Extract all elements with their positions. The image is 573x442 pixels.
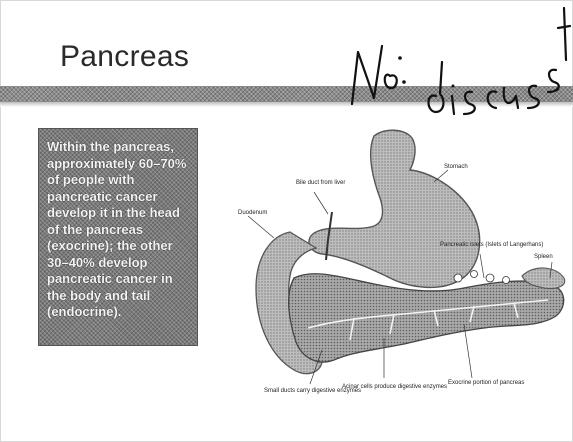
pancreas-diagram: Bile duct from liver Duodenum Stomach Pa… [234,128,569,424]
callout-box: Within the pancreas, approximately 60–70… [38,128,198,346]
label-acinar-cells: Acinar cells produce digestive enzymes [342,384,447,390]
handwritten-note [340,0,573,120]
label-duodenum: Duodenum [238,210,267,216]
label-spleen: Spleen [534,254,553,260]
label-exocrine-portion: Exocrine portion of pancreas [448,380,524,386]
label-bile-duct: Bile duct from liver [296,180,345,186]
label-stomach: Stomach [444,164,468,170]
label-pancreatic-islets: Pancreatic islets (Islets of Langerhans) [440,242,543,248]
stomach-shape [309,130,480,287]
slide-title: Pancreas [60,40,189,74]
callout-text: Within the pancreas, approximately 60–70… [47,139,191,321]
